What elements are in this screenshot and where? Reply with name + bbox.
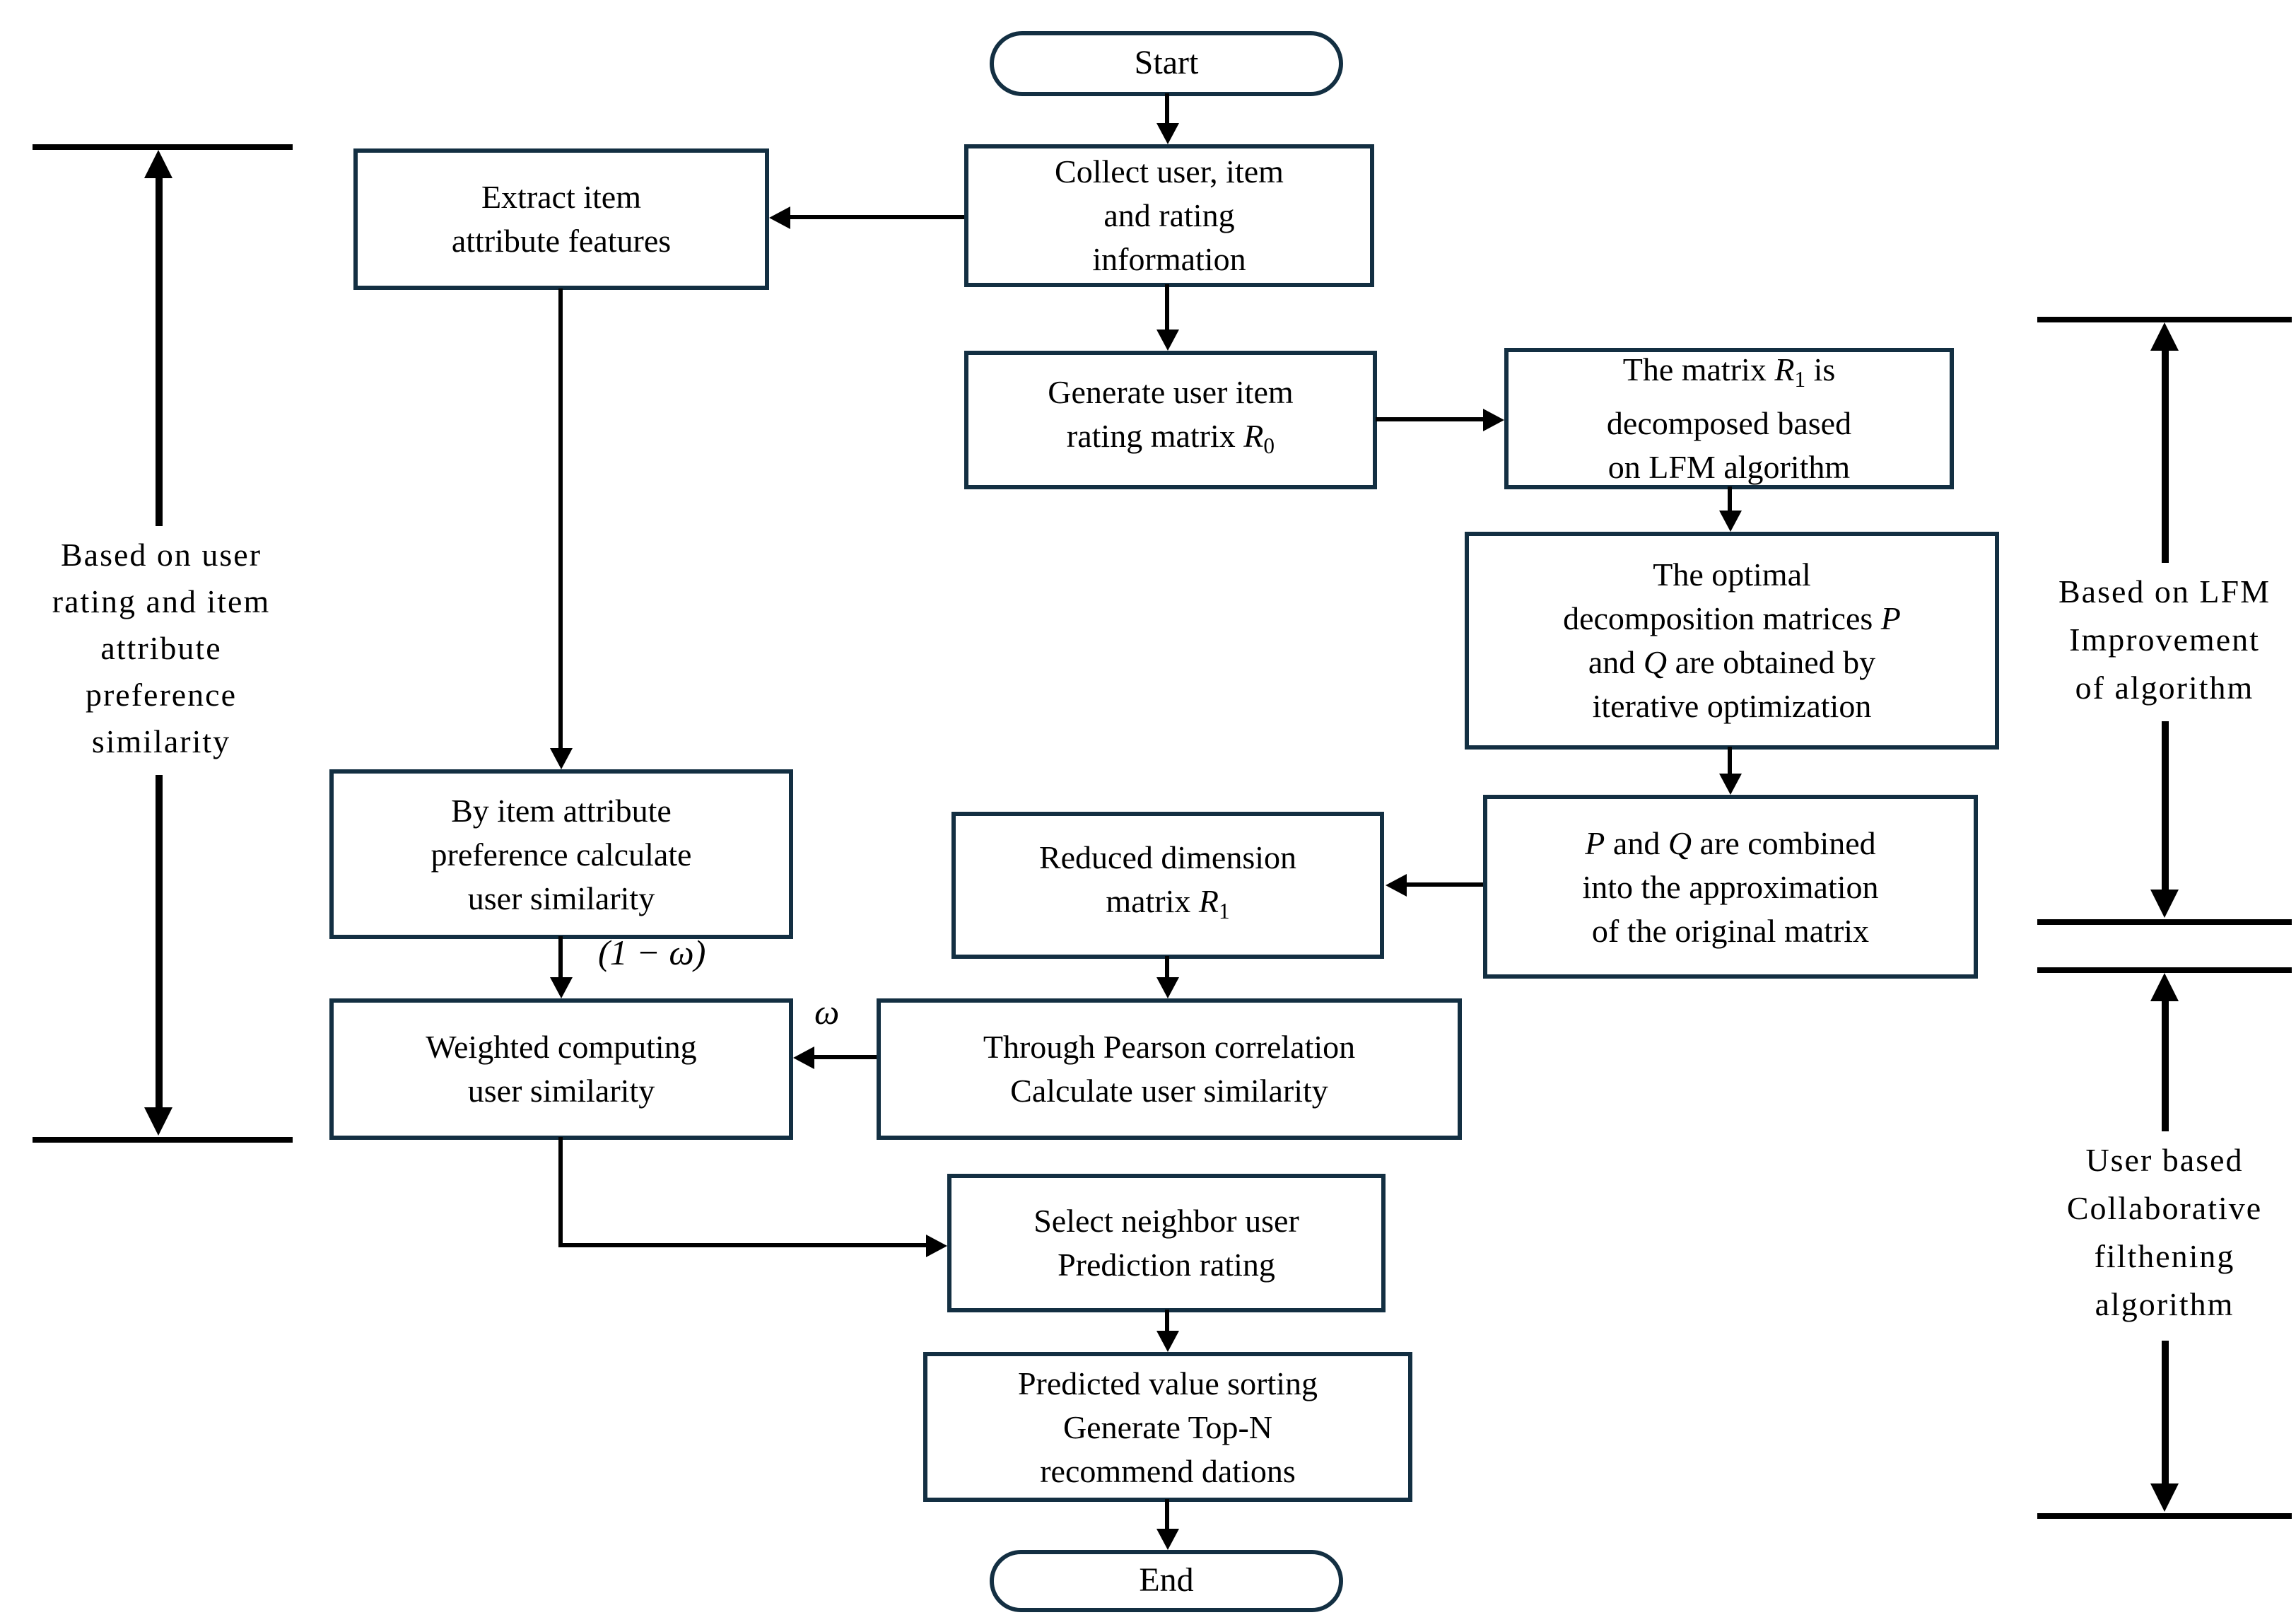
lfm-bracket-lower-line	[2162, 721, 2169, 891]
node-end: End	[990, 1550, 1343, 1612]
weight-omega-label: ω	[814, 994, 840, 1032]
cf-bracket-lower-line	[2162, 1341, 2169, 1485]
cf-bracket-upper-line	[2162, 998, 2169, 1131]
edge-extract-to-byitem-line	[558, 288, 563, 750]
edge-collect-to-generate-line	[1165, 284, 1169, 331]
edge-pearson-to-weighted-arrowhead	[793, 1046, 814, 1069]
edge-select-to-predicted-arrowhead	[1156, 1331, 1179, 1352]
edge-optimal-to-pq-arrowhead	[1719, 774, 1742, 795]
left-bracket-up-arrowhead	[144, 150, 172, 178]
edge-byitem-to-weighted-arrowhead	[550, 977, 573, 998]
edge-extract-to-byitem-arrowhead	[550, 748, 573, 769]
left-bracket-upper-line	[156, 175, 163, 526]
lfm-bracket-caption: Based on LFM Improvement of algorithm	[2058, 574, 2271, 706]
lfm-bracket-bottom-bar	[2037, 919, 2292, 925]
edge-pq-to-reduced-line	[1405, 882, 1483, 887]
edge-reduced-to-pearson-line	[1165, 956, 1169, 979]
node-start: Start	[990, 31, 1343, 96]
edge-collect-to-extract-arrowhead	[769, 206, 790, 229]
cf-bracket-bottom-bar	[2037, 1513, 2292, 1519]
edge-predicted-to-end-line	[1165, 1499, 1169, 1530]
left-bracket-top-bar	[33, 144, 293, 150]
weight-one-minus-omega-label: (1 − ω)	[598, 935, 706, 973]
edge-pq-to-reduced-arrowhead	[1386, 874, 1407, 897]
edge-reduced-to-pearson-arrowhead	[1156, 977, 1179, 998]
cf-bracket-down-arrowhead	[2150, 1483, 2179, 1512]
edge-collect-to-generate-arrowhead	[1156, 330, 1179, 351]
edge-collect-to-extract-line	[790, 215, 964, 219]
edge-predicted-to-end-arrowhead	[1156, 1529, 1179, 1550]
lfm-bracket-down-arrowhead	[2150, 890, 2179, 918]
node-start-label: Start	[1134, 45, 1199, 81]
edge-byitem-to-weighted-line	[558, 936, 563, 979]
left-bracket-lower-line	[156, 775, 163, 1109]
edge-decompose-to-optimal-arrowhead	[1719, 511, 1742, 532]
edge-generate-to-decompose-line	[1376, 417, 1484, 421]
edge-weighted-to-select-vline	[558, 1137, 563, 1247]
edge-start-to-collect-line	[1165, 93, 1169, 124]
cf-bracket-top-bar	[2037, 967, 2292, 973]
edge-decompose-to-optimal-line	[1728, 486, 1732, 512]
edge-select-to-predicted-line	[1165, 1310, 1169, 1334]
left-bracket-bottom-bar	[33, 1137, 293, 1143]
cf-bracket-up-arrowhead	[2150, 973, 2179, 1001]
lfm-bracket-top-bar	[2037, 317, 2292, 322]
edge-start-to-collect-arrowhead	[1156, 123, 1179, 144]
left-bracket-down-arrowhead	[144, 1107, 172, 1136]
cf-bracket-caption: User based Collaborative filthening algo…	[2066, 1143, 2263, 1322]
edge-generate-to-decompose-arrowhead	[1483, 409, 1504, 431]
edge-weighted-to-select-hline	[558, 1243, 929, 1247]
left-bracket-caption: Based on user rating and item attribute …	[52, 537, 271, 759]
edge-optimal-to-pq-line	[1728, 747, 1732, 775]
node-end-label: End	[1139, 1562, 1194, 1599]
lfm-bracket-up-arrowhead	[2150, 322, 2179, 351]
edge-pearson-to-weighted-line	[813, 1055, 877, 1059]
edge-weighted-to-select-arrowhead	[926, 1235, 947, 1257]
lfm-bracket-upper-line	[2162, 348, 2169, 563]
